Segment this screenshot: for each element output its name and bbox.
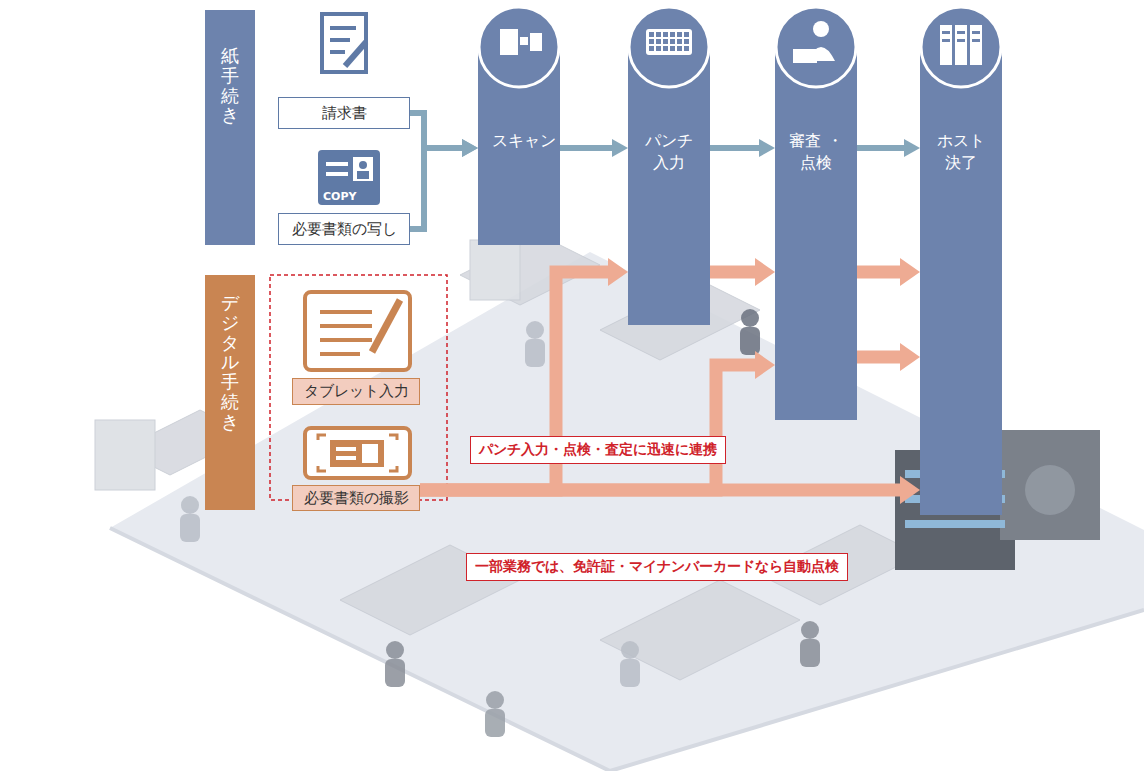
photo-icon xyxy=(305,428,410,478)
node-text: デジタル手続き xyxy=(221,293,239,432)
flow-arrow xyxy=(857,258,920,286)
document-box: 必要書類の写し xyxy=(278,213,410,245)
node-text: 請求書 xyxy=(322,104,367,123)
process-column: スキャン xyxy=(478,5,560,245)
node-text: 審査 ・ 点検 xyxy=(789,130,843,173)
invoice-icon xyxy=(322,14,366,72)
callout-note: 一部業務では、免許証・マイナンバーカードなら自動点検 xyxy=(466,553,848,581)
copy-mark: COPY xyxy=(323,190,356,203)
node-text: ホスト 決了 xyxy=(934,130,988,173)
process-column: 審査 ・ 点検 xyxy=(775,5,857,420)
flow-arrow xyxy=(420,351,775,490)
process-column: ホスト 決了 xyxy=(920,5,1002,515)
tablet-icon xyxy=(305,292,410,370)
column-shape xyxy=(920,5,1002,515)
node-text: 紙手続き xyxy=(221,46,239,125)
flow-arrow xyxy=(710,258,775,286)
person-icon xyxy=(793,21,835,63)
input-box: 必要書類の撮影 xyxy=(292,485,420,511)
server-icon xyxy=(940,25,982,65)
process-column: パンチ 入力 xyxy=(628,5,710,325)
node-text: パンチ 入力 xyxy=(642,130,696,173)
flow-arrow xyxy=(857,139,920,157)
copy-card-icon xyxy=(318,150,380,205)
input-box: タブレット入力 xyxy=(292,378,420,405)
procedure-band: デジタル手続き xyxy=(205,275,255,510)
digital-group-outline xyxy=(270,275,447,500)
node-text: 必要書類の写し xyxy=(292,220,397,239)
node-text: 必要書類の撮影 xyxy=(304,489,409,508)
column-shape xyxy=(775,5,857,420)
flow-arrow xyxy=(857,343,920,371)
node-text: タブレット入力 xyxy=(304,382,409,401)
document-box: 請求書 xyxy=(278,97,410,129)
flow-arrow xyxy=(560,139,628,157)
procedure-band: 紙手続き xyxy=(205,10,255,245)
flow-arrow xyxy=(710,139,775,157)
callout-note: パンチ入力・点検・査定に迅速に連携 xyxy=(470,436,726,464)
node-text: スキャン xyxy=(492,130,546,152)
flow-arrow xyxy=(420,476,920,504)
keys-icon xyxy=(646,29,692,55)
column-shape xyxy=(478,5,560,245)
flow-arrow xyxy=(410,139,478,229)
scan-icon xyxy=(500,29,542,55)
office-people xyxy=(180,309,820,737)
